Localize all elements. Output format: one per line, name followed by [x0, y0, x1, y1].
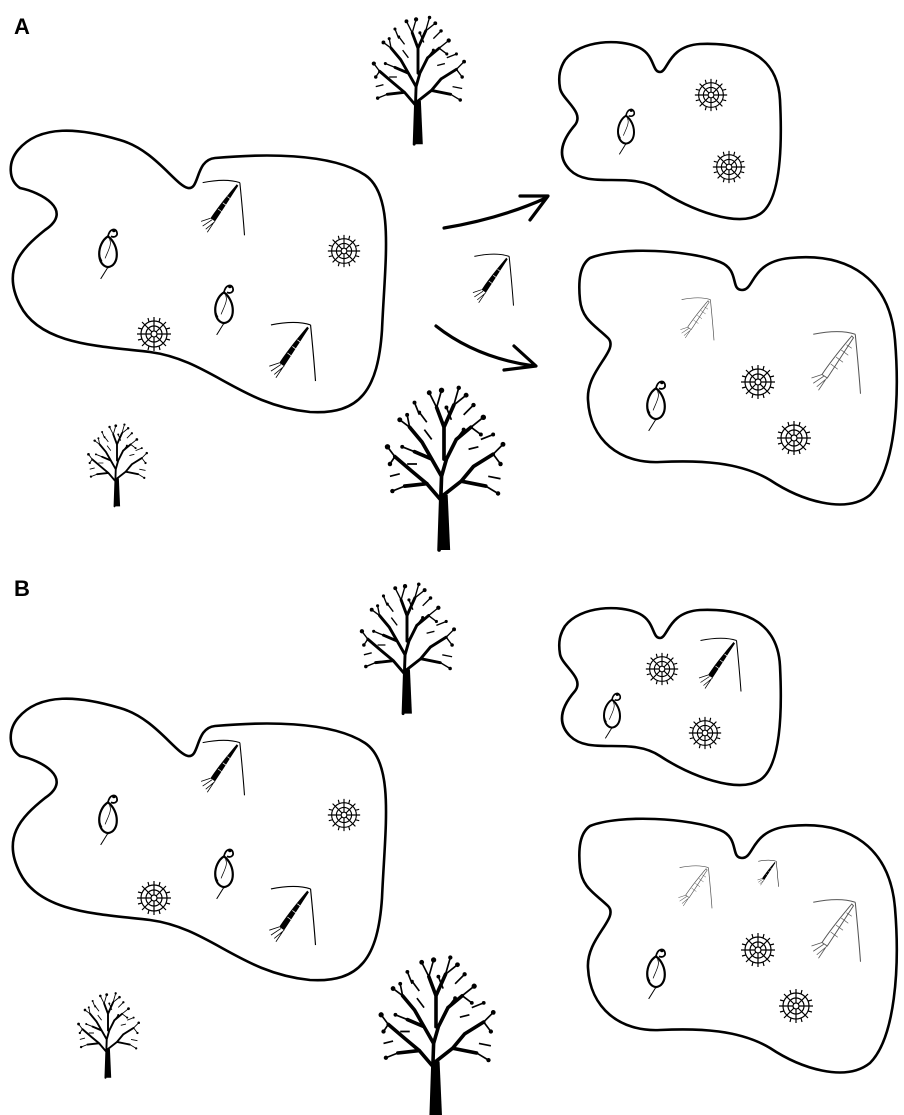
tree-icon — [385, 386, 506, 550]
pond-outline — [559, 42, 781, 219]
panel-a-label: A — [14, 14, 30, 39]
pond-outline — [559, 608, 781, 785]
pond-outline — [11, 131, 386, 413]
tree-icon — [360, 582, 456, 713]
pond-outline — [579, 819, 896, 1073]
arrow-icon — [444, 196, 548, 228]
arrow-icon — [436, 326, 536, 370]
tree-icon — [77, 992, 140, 1078]
pond-outline — [579, 251, 896, 505]
pond-outline — [11, 699, 386, 981]
panel-b-label: B — [14, 576, 30, 601]
tree-icon — [379, 955, 496, 1115]
tree-icon — [87, 423, 148, 506]
panel-b: B — [11, 576, 897, 1115]
tree-icon — [372, 16, 466, 144]
copepod-icon — [473, 254, 514, 305]
panel-a: A — [11, 14, 897, 550]
